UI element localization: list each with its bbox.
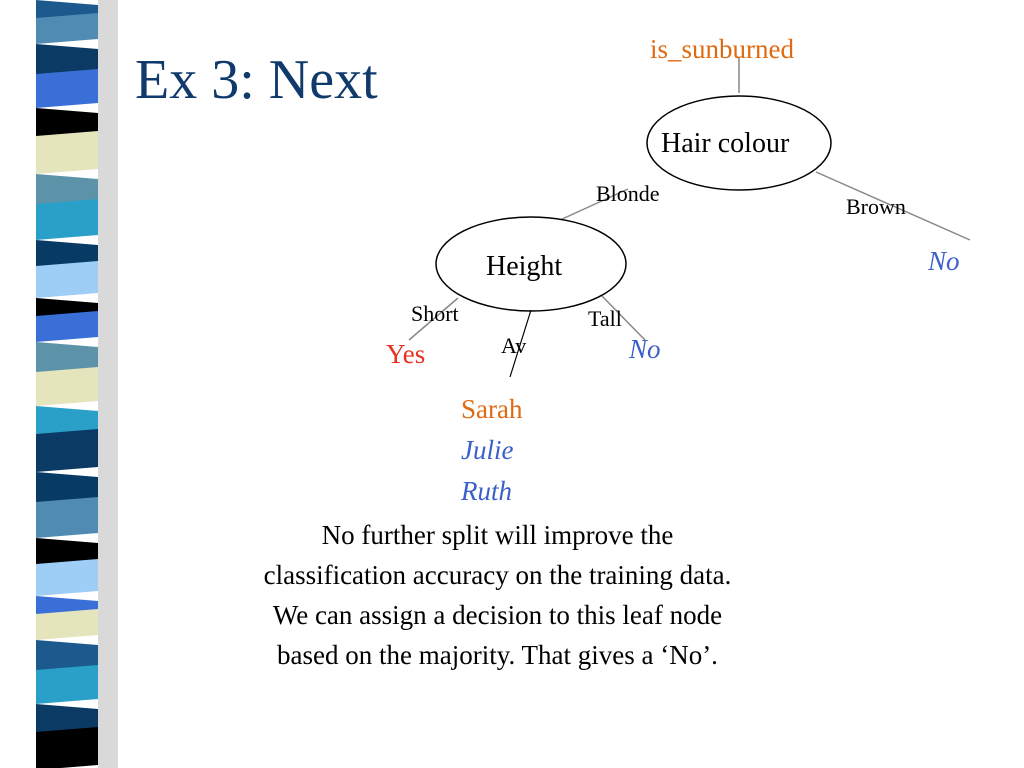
stripe-segment: [36, 429, 98, 472]
stripe-segment: [36, 261, 98, 298]
average-branch-label: Av: [501, 333, 527, 358]
stripe-shadow: [98, 0, 118, 768]
stripe-segment: [36, 131, 98, 174]
name-julie: Julie: [461, 435, 514, 465]
stripe-segment: [36, 609, 98, 640]
name-sarah: Sarah: [461, 394, 523, 424]
stripe-segment: [36, 559, 98, 596]
explanation-text: No further split will improve the classi…: [190, 515, 805, 675]
height-node-label: Height: [486, 251, 563, 282]
average-branch-line: [509, 309, 532, 378]
decorative-stripe-bar: [36, 0, 118, 768]
explanation-line-1: No further split will improve the: [321, 520, 674, 550]
tall-branch-label: Tall: [588, 306, 622, 331]
average-names-list: Sarah Julie Ruth: [461, 389, 522, 512]
short-branch-label: Short: [411, 301, 459, 326]
stripe-segment: [36, 199, 98, 240]
stripe-segment: [36, 311, 98, 342]
brown-branch-line: [815, 171, 971, 241]
target-label: is_sunburned: [650, 34, 794, 64]
short-leaf-yes: Yes: [386, 339, 426, 369]
short-branch-line: [408, 297, 459, 341]
stripe-segment: [36, 69, 98, 108]
stripe-segment: [36, 727, 98, 768]
hair-colour-node: [646, 95, 832, 191]
blonde-branch-label: Blonde: [596, 181, 660, 206]
stripe-segment: [36, 497, 98, 538]
stripe-segment: [36, 367, 98, 406]
hair-colour-node-label: Hair colour: [661, 128, 790, 159]
stripe-segment: [36, 665, 98, 704]
brown-leaf-no: No: [928, 246, 960, 276]
explanation-line-2: classification accuracy on the training …: [263, 560, 732, 590]
name-ruth: Ruth: [461, 476, 512, 506]
explanation-line-3: We can assign a decision to this leaf no…: [272, 600, 723, 630]
slide-title: Ex 3: Next: [135, 49, 378, 111]
tall-branch-line: [601, 295, 646, 341]
explanation-line-4: based on the majority. That gives a ‘No’…: [277, 640, 718, 670]
stripe-segment: [36, 13, 98, 44]
brown-branch-label: Brown: [846, 194, 906, 219]
blonde-branch-line: [559, 188, 629, 221]
tall-leaf-no: No: [629, 334, 661, 364]
